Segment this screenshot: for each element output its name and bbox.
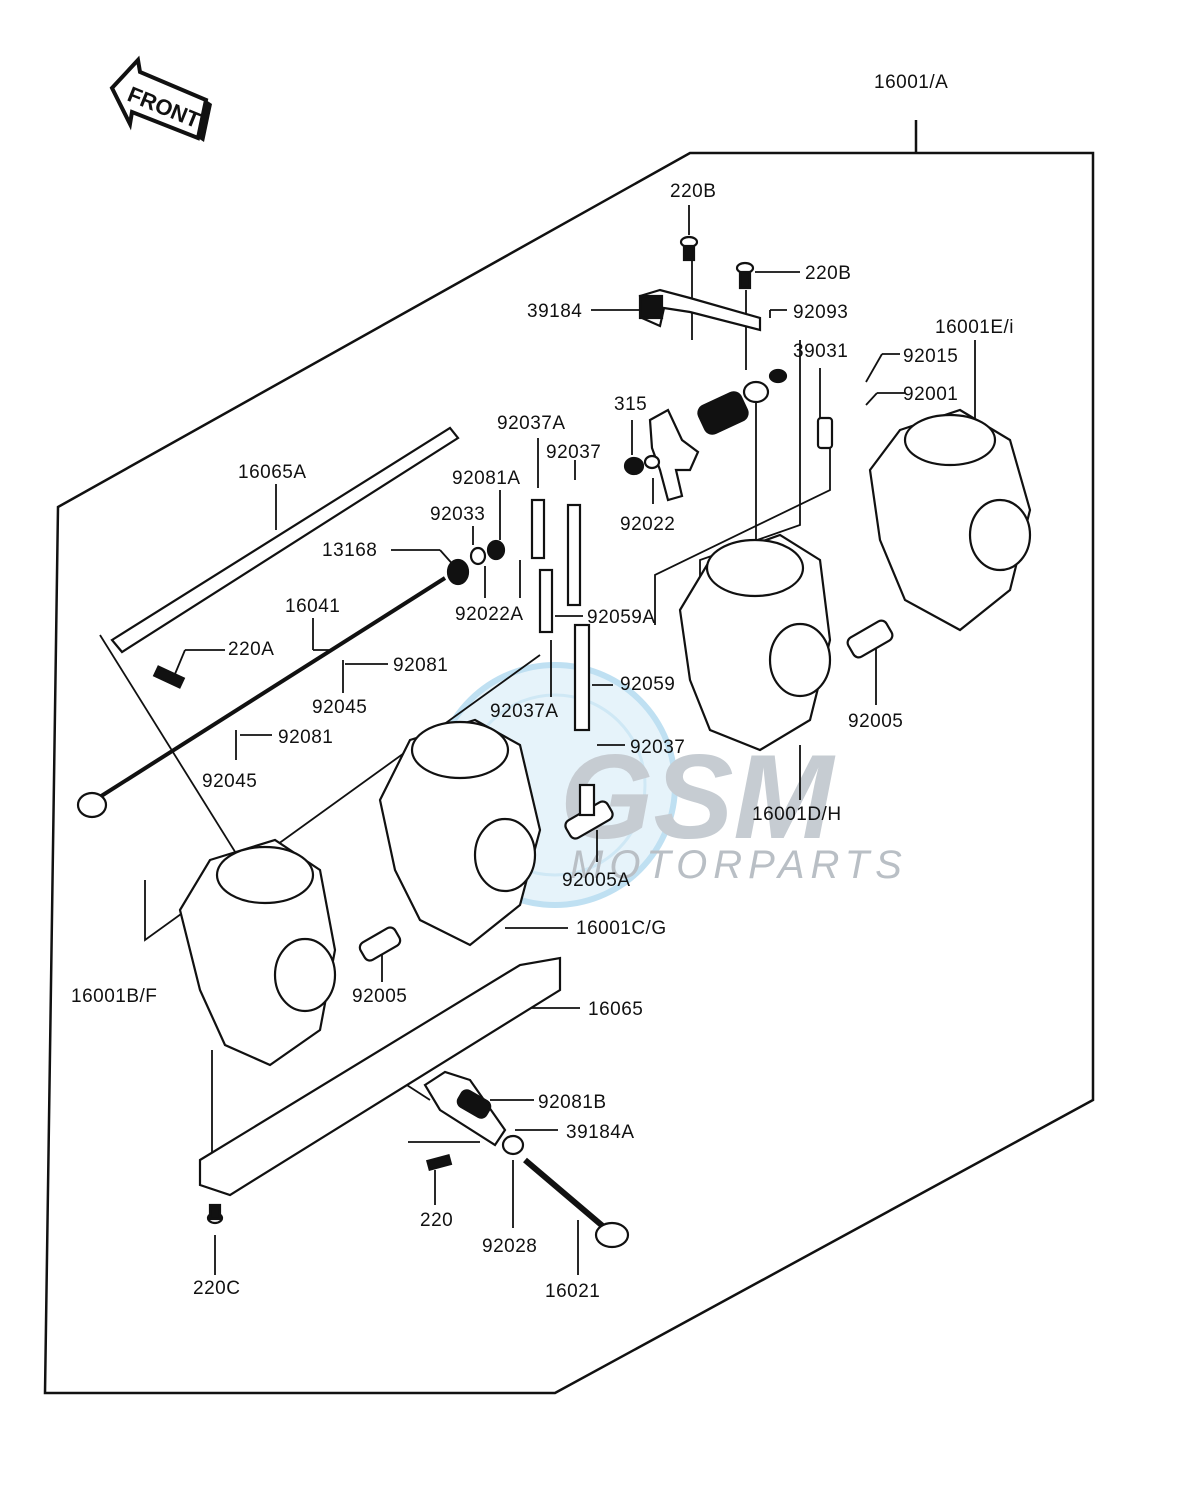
label-16001bf: 16001B/F — [71, 986, 157, 1007]
watermark-subtitle: MOTORPARTS — [570, 843, 908, 887]
fitting-92005-left — [358, 926, 402, 962]
label-92059a: 92059A — [587, 607, 656, 628]
label-92037-mid: 92037 — [630, 737, 685, 758]
label-92059: 92059 — [620, 674, 675, 695]
label-16065: 16065 — [588, 999, 643, 1020]
watermark-logo: GSM — [560, 730, 836, 864]
shaft-knob — [76, 791, 108, 819]
label-92022a: 92022A — [455, 604, 524, 625]
label-16001ei: 16001E/i — [935, 317, 1014, 338]
front-arrow-icon: FRONT — [109, 55, 212, 142]
label-39184: 39184 — [527, 301, 582, 322]
label-92037a-mid: 92037A — [490, 701, 559, 722]
label-92001: 92001 — [903, 384, 958, 405]
label-92081-b: 92081 — [278, 727, 333, 748]
linkage-13168 — [446, 539, 506, 586]
carburetor-16001dh — [678, 533, 832, 752]
carburetor-16001cg — [378, 718, 542, 947]
screw-220 — [425, 1153, 453, 1172]
label-92005-right: 92005 — [848, 711, 903, 732]
shaft-92059a-bottom — [538, 568, 554, 634]
label-92037a-top: 92037A — [497, 413, 566, 434]
label-16021: 16021 — [545, 1281, 600, 1302]
carburetor-16001bf — [178, 838, 337, 1067]
label-39031: 39031 — [793, 341, 848, 362]
screw-220b-b — [735, 261, 755, 290]
label-315: 315 — [614, 394, 647, 415]
label-16001a: 16001/A — [874, 72, 948, 93]
label-220a: 220A — [228, 639, 274, 660]
carburetor-16001ei — [868, 408, 1032, 632]
collar — [742, 380, 770, 404]
label-220c: 220C — [193, 1278, 240, 1299]
label-92022: 92022 — [620, 514, 675, 535]
label-92005a: 92005A — [562, 870, 631, 891]
label-92081a: 92081A — [452, 468, 521, 489]
label-220b-top: 220B — [670, 181, 716, 202]
label-92081-a: 92081 — [393, 655, 448, 676]
label-39184a: 39184A — [566, 1122, 635, 1143]
shaft-92059-top — [566, 503, 582, 607]
shaft-16041 — [93, 576, 447, 802]
screw-220a — [152, 665, 186, 689]
assembly-frame — [43, 120, 1095, 1395]
label-92028: 92028 — [482, 1236, 537, 1257]
nut-92028 — [501, 1134, 525, 1156]
label-92005-left: 92005 — [352, 986, 407, 1007]
rail-16065a — [110, 426, 460, 654]
label-13168: 13168 — [322, 540, 377, 561]
bar-16065 — [198, 956, 562, 1197]
label-92045-b: 92045 — [202, 771, 257, 792]
label-92033: 92033 — [430, 504, 485, 525]
label-16001cg: 16001C/G — [576, 918, 667, 939]
label-92037-top: 92037 — [546, 442, 601, 463]
label-92015: 92015 — [903, 346, 958, 367]
label-220: 220 — [420, 1210, 453, 1231]
label-92093: 92093 — [793, 302, 848, 323]
lever-315 — [623, 408, 700, 502]
shaft-92059-bottom — [573, 623, 591, 732]
spring-92081b — [456, 1089, 492, 1119]
bracket-39184 — [638, 288, 762, 332]
label-220b-right: 220B — [805, 263, 851, 284]
part-labels: 16001/A 220B 220B 39184 92093 39031 1600… — [71, 72, 1014, 1302]
bolt-16021 — [523, 1157, 630, 1249]
parts — [76, 235, 1032, 1249]
label-92081b: 92081B — [538, 1092, 607, 1113]
label-16065a: 16065A — [238, 462, 307, 483]
sleeve-39031 — [816, 416, 834, 450]
spring-92081 — [697, 391, 749, 435]
shaft-92059a-top — [530, 498, 546, 560]
label-16001dh: 16001D/H — [752, 804, 842, 825]
screw-220b-a — [679, 235, 699, 262]
fitting-92005a — [564, 783, 614, 840]
label-92045-a: 92045 — [312, 697, 367, 718]
cap-92093 — [768, 368, 788, 384]
fitting-92005-right — [846, 619, 894, 659]
screw-220c — [206, 1203, 224, 1225]
label-16041: 16041 — [285, 596, 340, 617]
